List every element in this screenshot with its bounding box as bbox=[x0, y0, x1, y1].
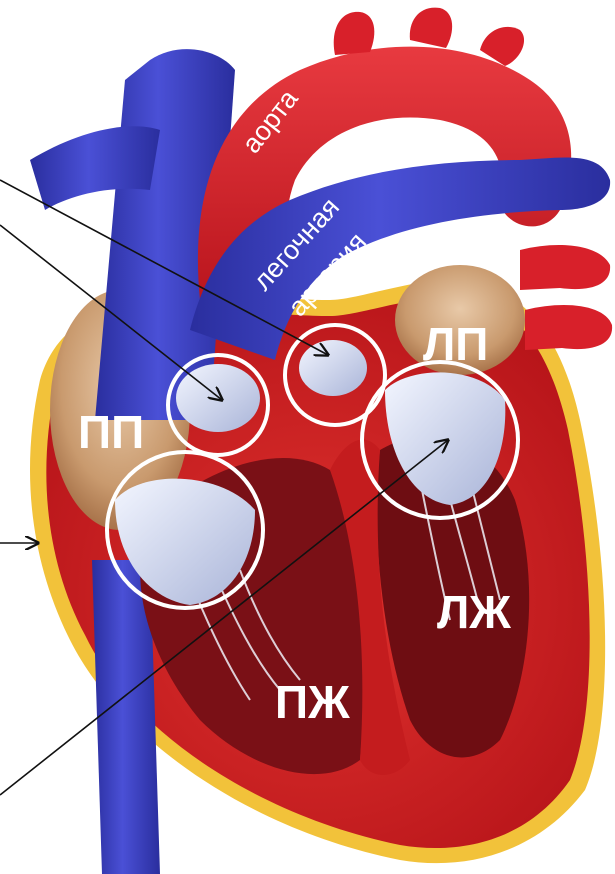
right-atrium-label: ПП bbox=[78, 406, 144, 458]
left-ventricle-label: ЛЖ bbox=[437, 586, 511, 638]
right-ventricle-label: ПЖ bbox=[275, 676, 350, 728]
left-atrium-label: ЛП bbox=[423, 318, 488, 370]
aortic-valve-tissue bbox=[299, 340, 367, 396]
pulmonary-veins bbox=[520, 245, 612, 350]
